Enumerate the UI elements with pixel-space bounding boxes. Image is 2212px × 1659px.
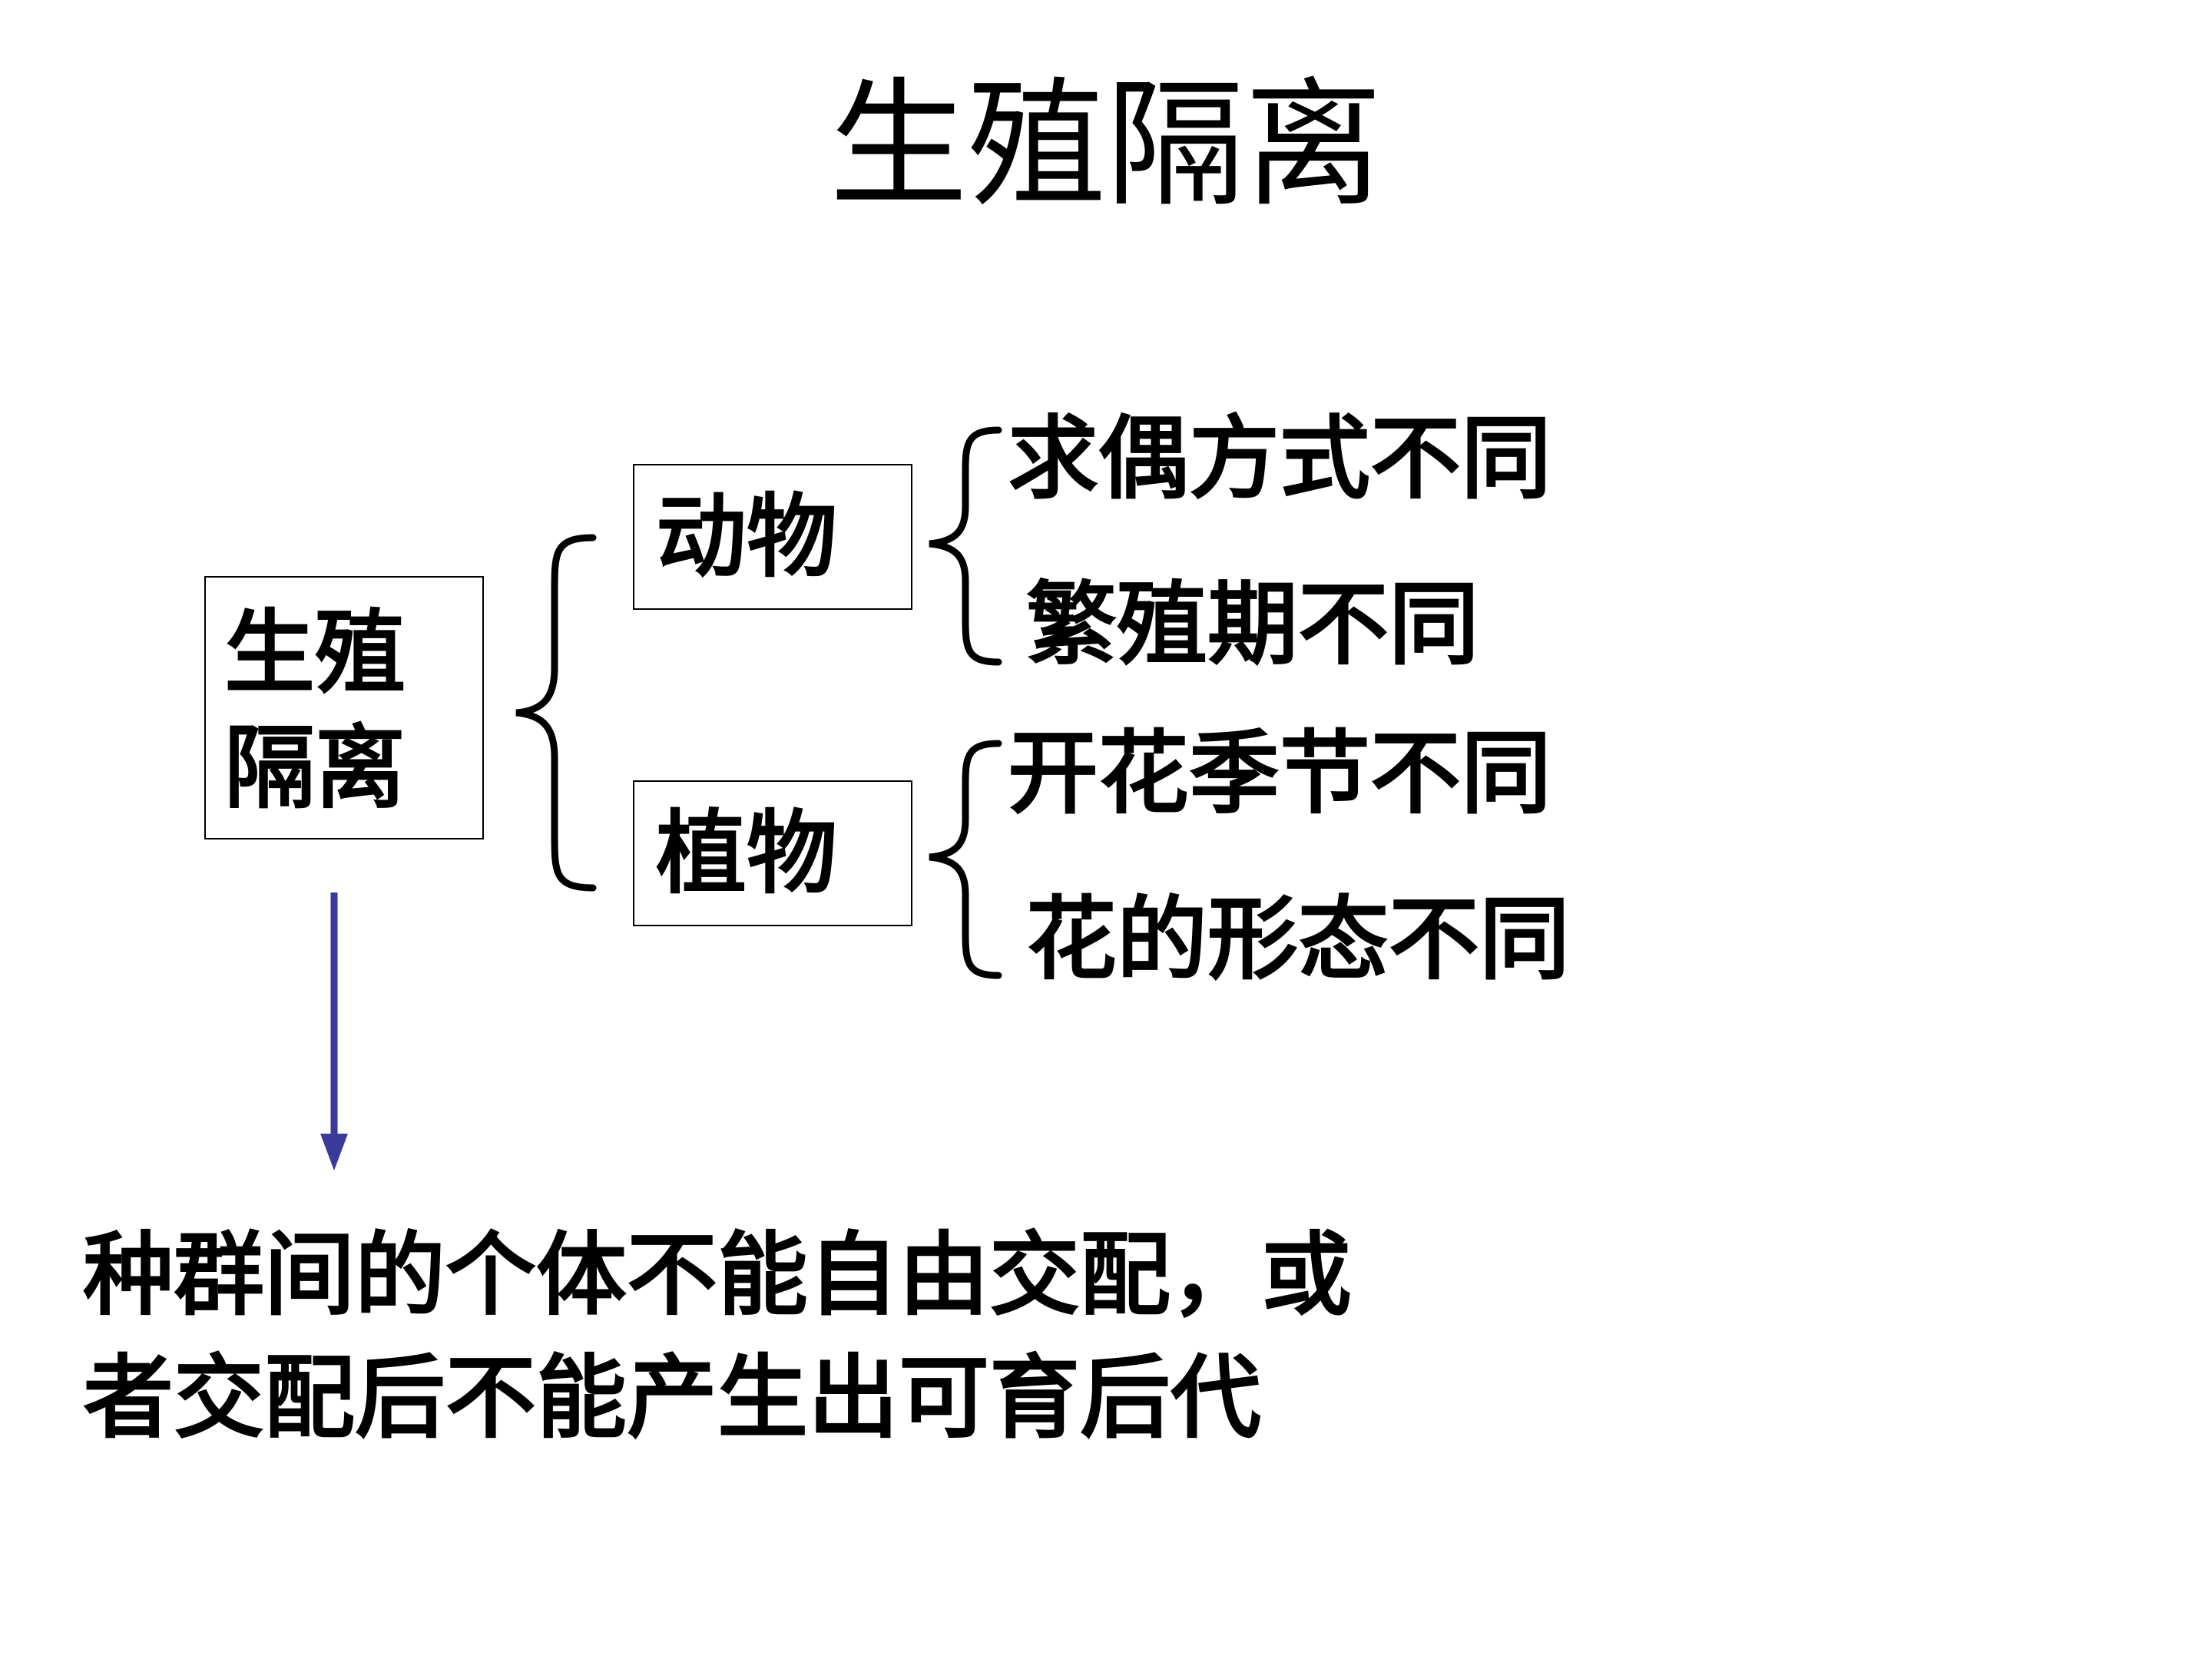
down-arrow-icon — [320, 892, 348, 1171]
definition-text: 种群间的个体不能自由交配，或 者交配后不能产生出可育后代 — [83, 1214, 1542, 1459]
main-brace — [515, 534, 597, 892]
plant-label: 植物 — [656, 800, 838, 906]
root-label-line1: 生殖 — [224, 600, 406, 706]
plant-brace — [929, 740, 1002, 979]
animal-item-courtship: 求偶方式不同 — [1008, 406, 1552, 512]
definition-line1: 种群间的个体不能自由交配，或 — [83, 1222, 1353, 1328]
animal-box — [633, 464, 912, 610]
page-title: 生殖隔离 — [829, 65, 1382, 226]
animal-label: 动物 — [656, 484, 838, 590]
plant-item-flowering-season: 开花季节不同 — [1008, 720, 1552, 826]
root-label-line2: 隔离 — [224, 715, 406, 821]
root-label: 生殖 隔离 — [224, 595, 406, 826]
root-box — [204, 576, 484, 839]
plant-item-flower-form: 花的形态不同 — [1026, 886, 1571, 992]
animal-item-breeding-season: 繁殖期不同 — [1026, 571, 1480, 677]
definition-line2: 者交配后不能产生出可育后代 — [83, 1345, 1262, 1451]
plant-box — [633, 780, 912, 926]
animal-brace — [929, 426, 1002, 666]
